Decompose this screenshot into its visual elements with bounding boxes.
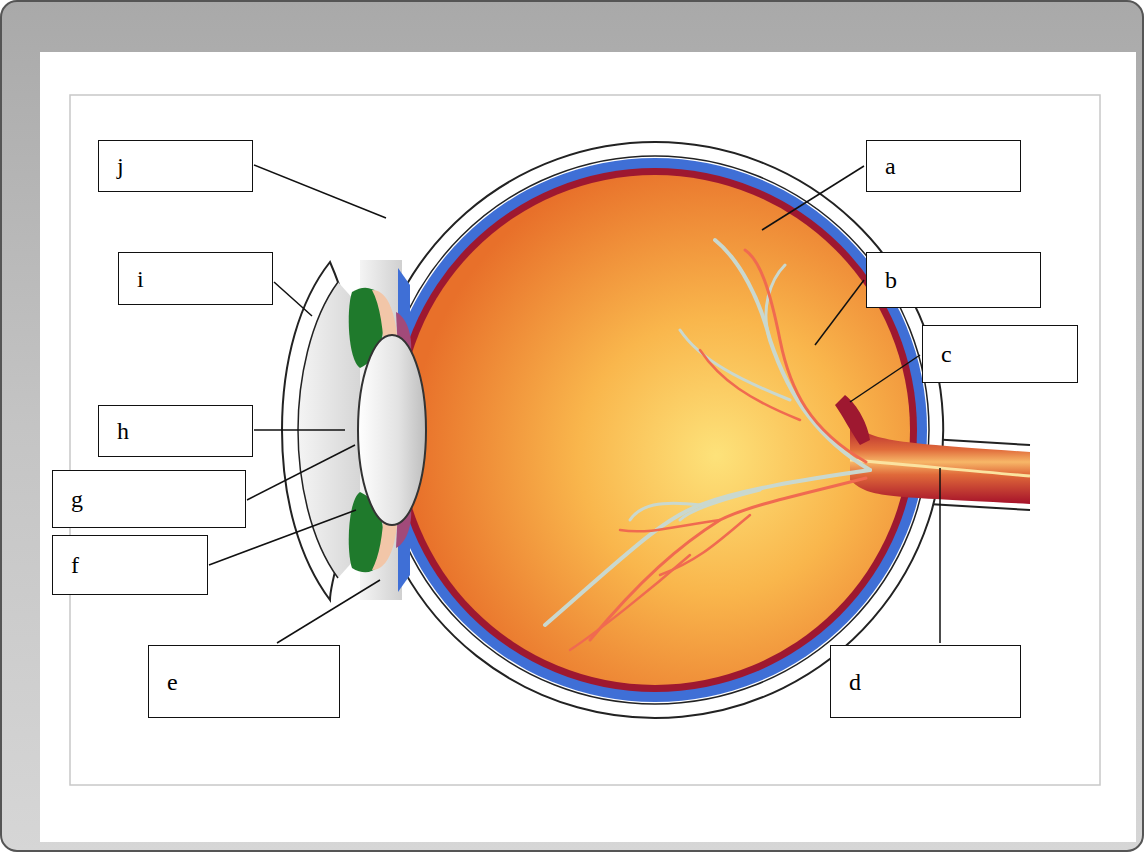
label-box: c bbox=[922, 325, 1078, 383]
label-box: a bbox=[866, 140, 1021, 192]
label-box: g bbox=[52, 470, 246, 528]
leader-lines bbox=[209, 165, 940, 643]
label-box: h bbox=[98, 405, 253, 457]
part-letter: e bbox=[167, 670, 178, 694]
label-box: j bbox=[98, 140, 253, 192]
label-box: b bbox=[866, 252, 1041, 308]
part-letter: f bbox=[71, 553, 79, 577]
part-letter: h bbox=[117, 419, 129, 443]
label-box: f bbox=[52, 535, 208, 595]
label-box: e bbox=[148, 645, 340, 718]
part-letter: c bbox=[941, 342, 952, 366]
part-letter: j bbox=[117, 154, 124, 178]
label-box: i bbox=[118, 252, 273, 305]
part-letter: g bbox=[71, 487, 83, 511]
part-letter: d bbox=[849, 670, 861, 694]
part-letter: a bbox=[885, 154, 896, 178]
label-box: d bbox=[830, 645, 1021, 718]
part-letter: b bbox=[885, 268, 897, 292]
part-letter: i bbox=[137, 267, 144, 291]
